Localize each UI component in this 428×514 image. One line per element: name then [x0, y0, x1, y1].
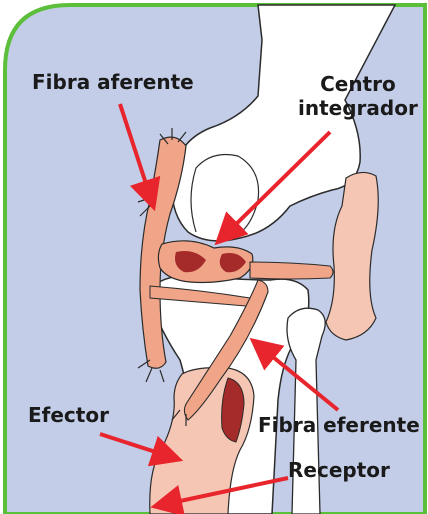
- integration-center-label-line1: Centro: [298, 72, 418, 96]
- receptor-label: Receptor: [288, 458, 390, 482]
- effector-label: Efector: [28, 403, 109, 427]
- integration-center-label: Centro integrador: [298, 72, 418, 120]
- efferent-fiber-label: Fibra eferente: [258, 413, 420, 437]
- afferent-fiber-label: Fibra aferente: [32, 70, 194, 94]
- integration-center-label-line2: integrador: [298, 96, 418, 120]
